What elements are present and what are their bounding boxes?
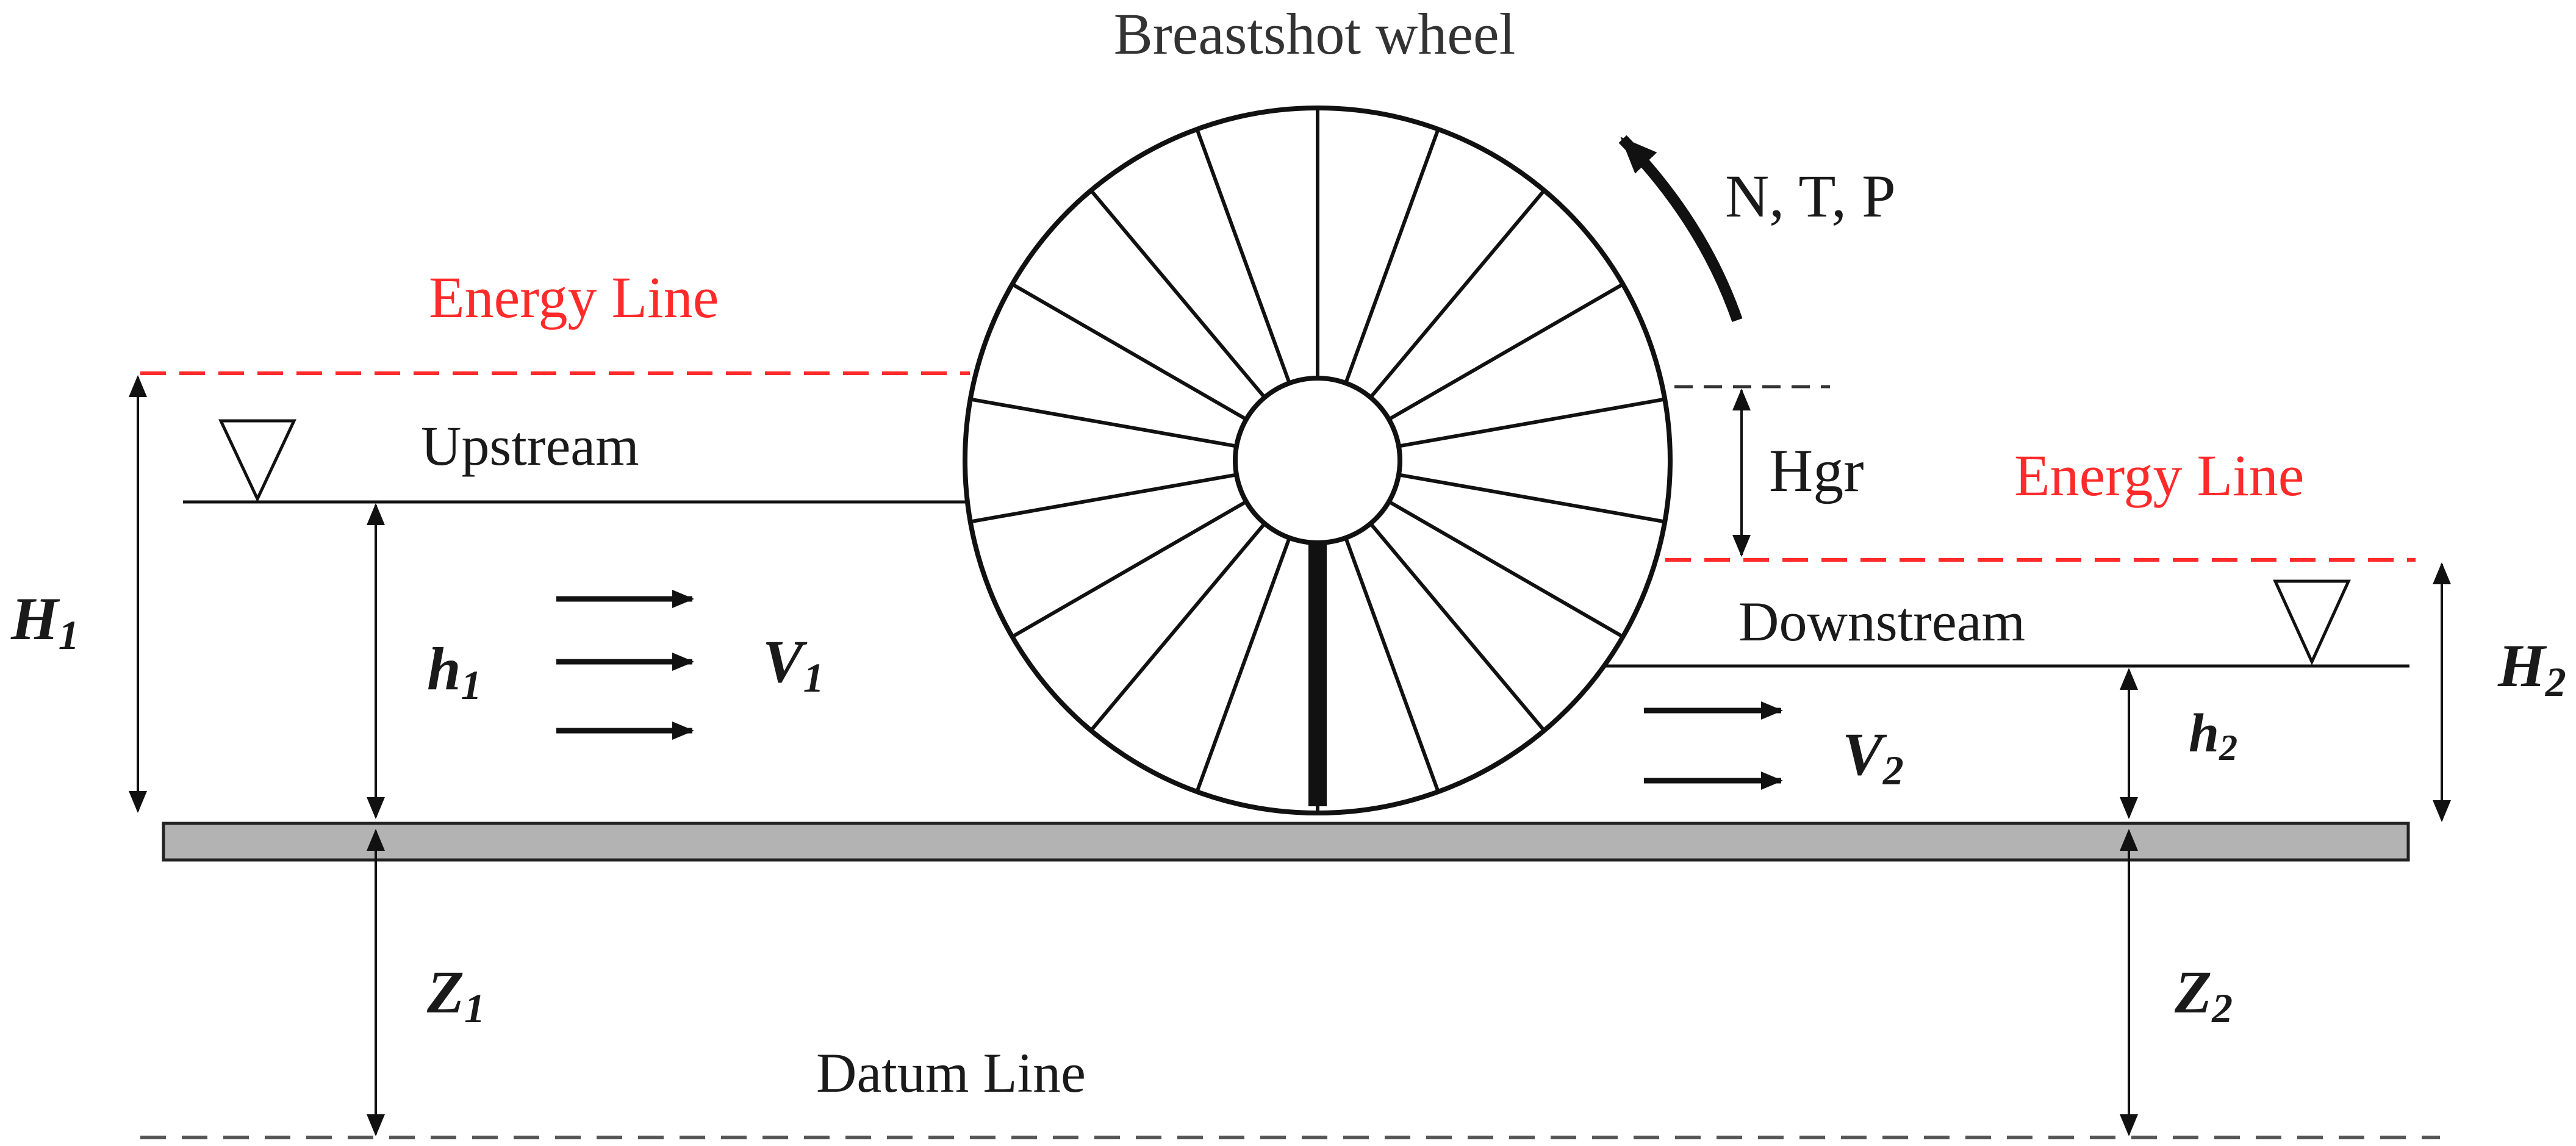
V2-main: V: [1842, 720, 1887, 788]
H1-sub: 1: [59, 612, 79, 658]
wheel-spoke: [1344, 537, 1440, 793]
Z2-sub: 2: [2211, 985, 2233, 1031]
wheel-spoke: [970, 473, 1237, 524]
h1-sub: 1: [461, 662, 482, 708]
wheel-spoke: [1011, 500, 1247, 639]
wheel-spoke: [1344, 128, 1440, 384]
wheel-spoke: [1011, 282, 1247, 421]
h2-main: h: [2189, 703, 2219, 764]
h2-sub: 2: [2219, 728, 2237, 768]
wheel-spoke: [1089, 189, 1266, 399]
wheel-spoke: [1089, 522, 1266, 732]
H2-label: H2: [2497, 632, 2566, 705]
wheel-spoke: [1195, 128, 1291, 384]
rotation-arrow: [1618, 135, 1743, 322]
energy-line-upstream-label: Energy Line: [429, 265, 719, 330]
h1-main: h: [427, 635, 461, 703]
V1-sub: 1: [803, 654, 824, 701]
Z1-sub: 1: [464, 985, 485, 1031]
H2-main: H: [2497, 632, 2547, 700]
wheel-spoke: [1369, 522, 1546, 732]
upstream-label: Upstream: [421, 415, 639, 477]
wheel-spoke: [1195, 537, 1291, 793]
datum-line-label: Datum Line: [816, 1042, 1086, 1104]
Z1-main: Z: [426, 958, 464, 1026]
energy-line-downstream-label: Energy Line: [2014, 443, 2304, 508]
downstream-water-level-icon: [2273, 579, 2351, 666]
wheel-spoke: [1398, 473, 1665, 524]
wheel-spokes: [970, 108, 1665, 813]
H1-label: H1: [10, 585, 79, 658]
H2-sub: 2: [2545, 659, 2566, 705]
Z2-label: Z2: [2174, 958, 2233, 1031]
V2-label: V2: [1842, 720, 1904, 793]
H1-main: H: [10, 585, 60, 653]
wheel-hub: [1233, 376, 1402, 545]
Z2-main: Z: [2174, 958, 2212, 1026]
downstream-label: Downstream: [1738, 590, 2025, 653]
hgr-label: Hgr: [1769, 437, 1864, 504]
diagram-title: Breastshot wheel: [1114, 1, 1516, 66]
h1-label: h1: [427, 635, 482, 708]
channel-bed: [162, 822, 2410, 862]
upstream-water-level-icon: [218, 419, 296, 503]
breastshot-wheel: [963, 106, 1673, 815]
V2-sub: 2: [1882, 747, 1904, 793]
wheel-outputs-label: N, T, P: [1725, 162, 1896, 230]
V1-label: V1: [762, 628, 824, 701]
Z1-label: Z1: [426, 958, 485, 1031]
wheel-spoke: [1388, 282, 1624, 421]
h2-label: h2: [2189, 703, 2237, 768]
wheel-spoke: [1388, 500, 1624, 639]
wheel-spoke: [970, 397, 1237, 448]
wheel-spoke: [1398, 397, 1665, 448]
V1-main: V: [762, 628, 808, 695]
wheel-spoke: [1369, 189, 1546, 399]
